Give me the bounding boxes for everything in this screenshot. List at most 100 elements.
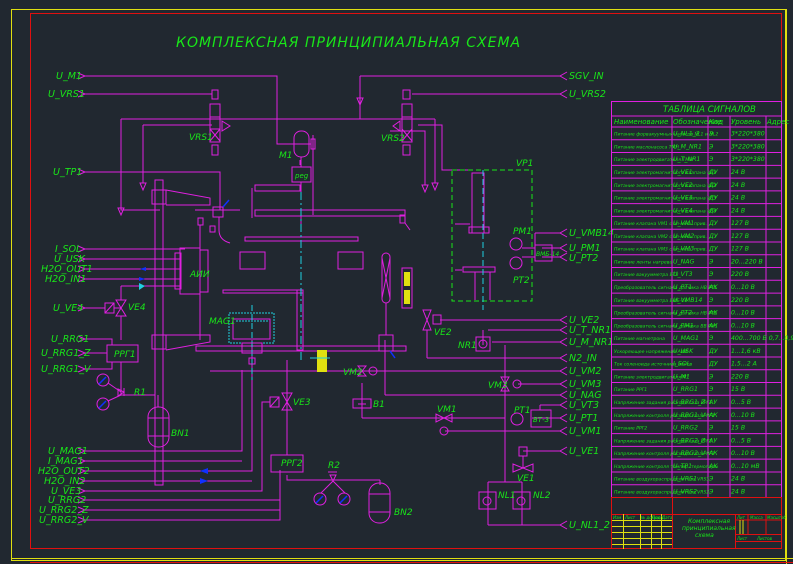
- signal-name: Питание РРГ1: [614, 387, 647, 393]
- signal-code: U_RRG2_V: [673, 450, 706, 457]
- signal-level: 15 В: [731, 386, 745, 393]
- vacuum-gauge-vmb14[interactable]: [534, 244, 553, 262]
- signal-type: ДУ: [708, 195, 719, 202]
- flow-controller-rrg2[interactable]: [270, 454, 304, 473]
- gas-bottle-bn2[interactable]: [368, 482, 391, 524]
- signal-level: 400...700 В 0,7...0,9 А: [731, 335, 793, 342]
- magnetron-mag1[interactable]: [228, 305, 275, 380]
- signal-name: Ускоряющее напряжение АИИ: [614, 349, 688, 355]
- signal-code: U_VRS2: [673, 488, 697, 495]
- signal-level: 0...5 В: [731, 437, 751, 444]
- gauge-pm1[interactable]: [509, 237, 523, 251]
- signal-name: Питание клапана VM1 с эл-меш. прив.: [614, 221, 707, 227]
- signal-name: Питание клапана VM2 с эл-меш. прив.: [614, 234, 707, 240]
- regulator-r2[interactable]: [313, 471, 351, 506]
- pump-nl2[interactable]: [512, 491, 531, 510]
- signal-code: U_VE3: [673, 195, 693, 202]
- signal-code: U_M1: [673, 373, 690, 380]
- signal-name: Питание форвакуумных насосов NL1 и NL2: [614, 132, 718, 138]
- title-block-label: Дата: [661, 515, 673, 520]
- signal-level: 24 В: [731, 476, 745, 483]
- gas-bottle-bn1[interactable]: [147, 395, 170, 448]
- signal-type: Э: [708, 156, 714, 163]
- component-label: VE4: [128, 303, 146, 313]
- signal-label: U_TP1: [53, 167, 82, 178]
- signal-code: U_MAG1: [673, 335, 699, 342]
- table-column-header: Обозначение: [673, 118, 722, 126]
- signal-code: U_PT1: [673, 284, 692, 291]
- vacuum-gauge-bt3[interactable]: [530, 409, 552, 428]
- valve-ve2[interactable]: [422, 309, 442, 331]
- valve-ve1[interactable]: [512, 446, 534, 473]
- component-label: VP1: [516, 159, 533, 169]
- valve-vrs2[interactable]: [392, 89, 413, 156]
- signal-type: ДУ: [708, 220, 719, 227]
- signal-type: Э: [708, 488, 714, 495]
- vacuum-pump-vp1[interactable]: [451, 169, 533, 310]
- table-row: Питание воздухораспределителя VRS1U_VRS1…: [614, 476, 745, 483]
- wiring: [85, 75, 560, 526]
- component-label: PT2: [513, 276, 530, 286]
- pump-nr1[interactable]: [475, 336, 491, 352]
- title-block-label: Изм: [613, 515, 621, 520]
- signal-name: Напряжение задания расхода газа РРГ1: [614, 400, 712, 406]
- signal-type: АК: [708, 463, 718, 470]
- signal-name: Питание вакуумметра ВТ3: [614, 272, 679, 278]
- signal-name: Питание клапана VM3 с эл-меш. прив.: [614, 247, 707, 253]
- signal-name: Питание магнетрона: [614, 336, 665, 342]
- table-row: Преобразователь сигнала датчика НВ PT1U_…: [614, 284, 755, 291]
- flow-controller-rrg1[interactable]: [106, 344, 139, 363]
- signal-code: U_VM2: [673, 233, 694, 240]
- signal-code: U_RRG1_Z: [673, 399, 706, 406]
- signal-level: 0...10 В: [731, 284, 755, 291]
- signal-code: U_VT3: [673, 271, 693, 278]
- valve-vm1[interactable]: [435, 413, 453, 436]
- motor-m1[interactable]: [291, 130, 316, 215]
- gauge-pt2[interactable]: [509, 256, 523, 270]
- title-block-label: Лист: [736, 536, 748, 541]
- signal-type: АУ: [708, 437, 718, 444]
- signal-label: U_VE1: [569, 446, 599, 457]
- table-row: Преобразователь сигнала датчика НВ PT2U_…: [614, 310, 755, 317]
- signal-type: Э: [708, 271, 714, 278]
- table-row: Напряжение задания расхода газа РРГ2U_RR…: [614, 437, 751, 444]
- signal-label: H2O_OUT1: [41, 264, 93, 275]
- signal-type: Э: [708, 143, 714, 150]
- component-label: M1: [279, 151, 293, 161]
- component-b1[interactable]: [352, 398, 372, 409]
- signal-type: АК: [708, 284, 718, 291]
- valve-vm3[interactable]: [500, 376, 522, 392]
- signal-level: 0...10 В: [731, 450, 755, 457]
- component-label: РРГ1: [114, 350, 136, 360]
- signal-level: 0...10 В: [731, 310, 755, 317]
- signal-type: Э: [708, 335, 714, 342]
- signal-level: 0...10 В: [731, 412, 755, 419]
- signal-level: 24 В: [731, 195, 745, 202]
- signal-level: 1,5...2 А: [731, 361, 757, 368]
- valve-vrs1[interactable]: [209, 89, 231, 156]
- table-title: ТАБЛИЦА СИГНАЛОВ: [663, 105, 756, 115]
- title-block-label: Лист: [624, 515, 636, 520]
- signal-label: U_RRG2_Z: [39, 505, 89, 516]
- signal-level: 1...1,6 кВ: [731, 348, 761, 355]
- valve-ve4[interactable]: [104, 299, 127, 317]
- table-row: Напряжение задания расхода газа РРГ1U_RR…: [614, 399, 751, 406]
- gauge-pt1[interactable]: [510, 412, 524, 426]
- signal-level: 0...10 В: [731, 322, 755, 329]
- regulator-r1[interactable]: [96, 373, 125, 411]
- valve-ve3[interactable]: [269, 392, 293, 411]
- pump-nl1[interactable]: [478, 491, 497, 510]
- signal-code: U_VE2: [673, 182, 693, 189]
- signal-name: Напряжение контроля расхода газа РРГ1: [614, 413, 715, 419]
- signal-name: Напряжение контроля темпер. термопары: [614, 464, 718, 470]
- title-block-label: Масса: [750, 515, 763, 520]
- signal-level: 24 В: [731, 488, 745, 495]
- signal-label: H2O_IN2: [44, 476, 85, 487]
- table-column-header: Адрес: [766, 118, 789, 126]
- signal-level: 24 В: [731, 207, 745, 214]
- signal-code: U_VE1: [673, 169, 693, 176]
- valve-vm2[interactable]: [356, 365, 378, 377]
